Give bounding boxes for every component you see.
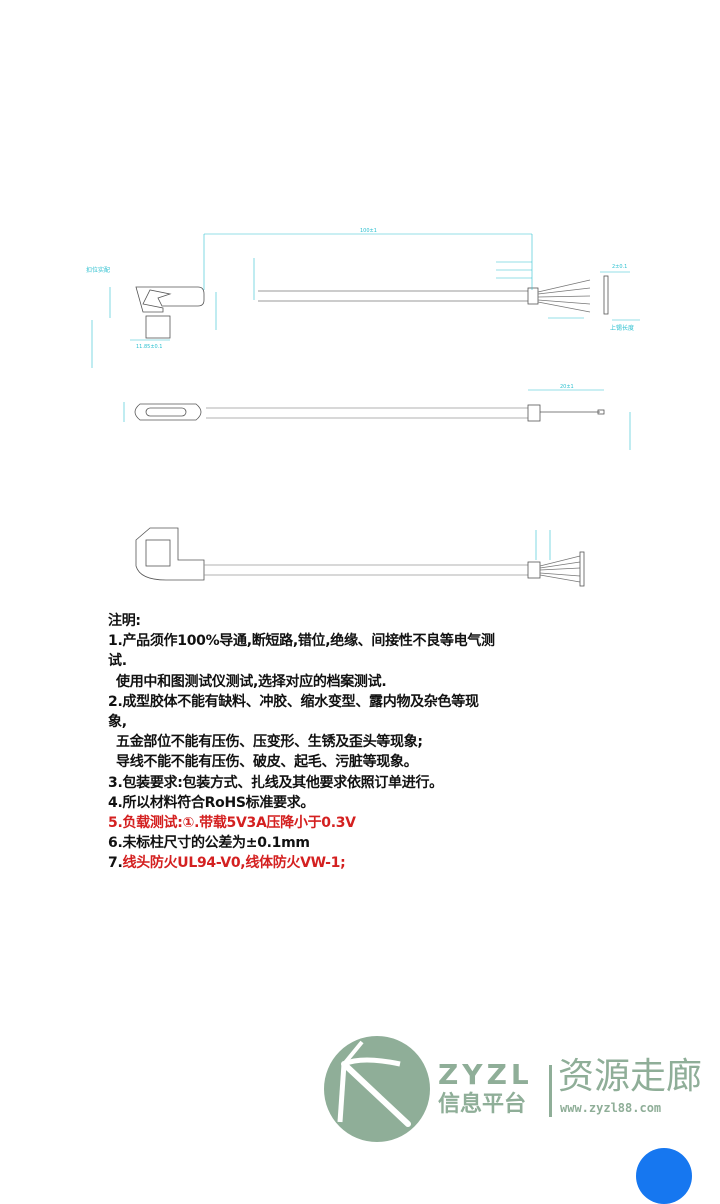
note-prefix: 7.	[108, 855, 123, 872]
logo-name: 资源走廊	[558, 1056, 703, 1097]
logo-divider	[549, 1065, 552, 1117]
note-line-load-test: 5.负载测试:①.带载5V3A压降小于0.3V	[108, 815, 356, 832]
notes-section: 注明: 1.产品须作100%导通,断短路,错位,绝缘、间接性不良等电气测 试. …	[108, 611, 528, 874]
tin-length-label: 上锡长度	[610, 324, 634, 332]
dimension-lines	[91, 233, 640, 368]
callout-label: 扣位实配	[86, 266, 110, 274]
notes-title: 注明:	[108, 613, 141, 629]
logo-brand: ZYZL	[438, 1058, 533, 1091]
top-view	[135, 275, 609, 339]
dim-strip-length: 20±1	[560, 384, 574, 390]
note-line: 试.	[108, 653, 127, 670]
cable-drawing: 100±1 11.85±0.1 扣位实配 上锡长度 2±0.1 20±1	[86, 228, 640, 587]
side-view	[134, 403, 605, 422]
note-line: 4.所以材料符合RoHS标准要求。	[108, 794, 315, 811]
note-line: 2.成型胶体不能有缺料、冲胶、缩水变型、露内物及杂色等现	[108, 693, 479, 710]
dim-overall-length: 100±1	[360, 228, 377, 234]
dim-width: 11.85±0.1	[136, 344, 162, 350]
palm-logo-icon	[324, 1036, 430, 1142]
note-flame-rating: 线头防火UL94-V0,线体防火VW-1;	[122, 855, 346, 872]
note-line: 6.未标柱尺寸的公差为±0.1mm	[108, 835, 310, 852]
note-line: 3.包装要求:包装方式、扎线及其他要求依照订单进行。	[108, 774, 443, 791]
dim-pitch: 2±0.1	[612, 264, 627, 270]
note-line: 五金部位不能有压伤、压变形、生锈及歪头等现象;	[116, 734, 423, 751]
note-line: 象,	[108, 714, 127, 731]
note-line-flame: 7.线头防火UL94-V0,线体防火VW-1;	[108, 853, 528, 873]
logo-url: www.zyzl88.com	[560, 1101, 662, 1115]
note-line: 使用中和图测试仪测试,选择对应的档案测试.	[116, 673, 387, 690]
floating-action-button[interactable]	[636, 1148, 692, 1204]
note-line: 1.产品须作100%导通,断短路,错位,绝缘、间接性不良等电气测	[108, 633, 495, 650]
note-line: 导线不能不能有压伤、破皮、起毛、污脏等现象。	[116, 754, 418, 771]
logo-subtitle: 信息平台	[438, 1092, 527, 1117]
front-view	[135, 527, 585, 587]
